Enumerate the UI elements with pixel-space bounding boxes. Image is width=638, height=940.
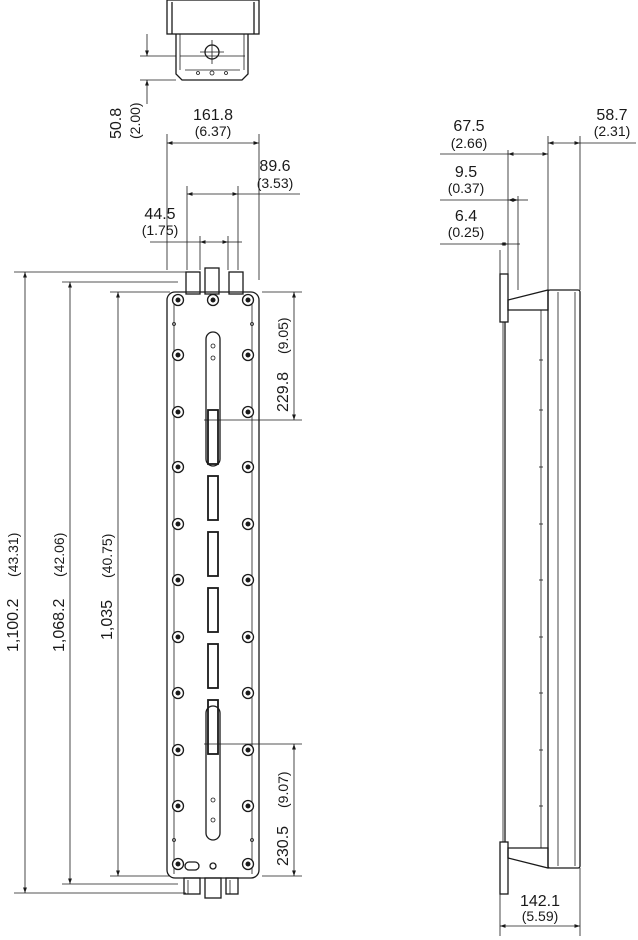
dim-top-slot-in: (9.05) xyxy=(275,317,291,354)
dim-side-flange-mm: 9.5 xyxy=(455,164,477,181)
dim-side-plate-in: (0.25) xyxy=(448,224,485,240)
dim-top-height-in: (2.00) xyxy=(127,102,143,139)
dim-side-flange-in: (0.37) xyxy=(448,180,485,196)
mounting-holes xyxy=(171,293,255,871)
dimension-length-plate: 1,068.2 (42.06) xyxy=(51,282,72,884)
dim-width-total-mm: 161.8 xyxy=(193,107,233,124)
dimension-side-body: 58.7 (2.31) xyxy=(548,107,636,145)
dim-width-conn-in: (1.75) xyxy=(142,222,179,238)
dim-side-body-mm: 58.7 xyxy=(596,107,627,124)
dim-width-total-in: (6.37) xyxy=(195,123,232,139)
dimension-top-height: 50.8 (2.00) xyxy=(108,34,149,139)
hole-small-edge xyxy=(172,322,254,842)
dim-width-conn-mm: 44.5 xyxy=(144,206,175,223)
dim-side-depth-in: (2.66) xyxy=(451,135,488,151)
dim-length-plate-in: (42.06) xyxy=(51,533,67,577)
hole-center-top xyxy=(206,293,220,307)
dimension-side-flange: 9.5 (0.37) xyxy=(440,164,528,202)
dim-side-depth-mm: 67.5 xyxy=(453,118,484,135)
dim-side-body-in: (2.31) xyxy=(594,123,631,139)
dim-length-plate-mm: 1,068.2 xyxy=(51,599,68,652)
dim-side-width-mm: 142.1 xyxy=(520,893,560,910)
top-detail-view xyxy=(140,0,260,81)
dimension-bottom-slot: 230.5 (9.07) xyxy=(275,744,296,876)
dim-width-mid-mm: 89.6 xyxy=(259,158,290,175)
dim-length-holes-in: (40.75) xyxy=(99,534,115,578)
hole-column-right xyxy=(241,293,255,871)
dimension-side-width: 142.1 (5.59) xyxy=(500,893,580,928)
dim-bottom-slot-mm: 230.5 xyxy=(275,826,292,866)
dim-top-height-mm: 50.8 xyxy=(108,108,125,139)
dim-side-plate-mm: 6.4 xyxy=(455,208,477,225)
dim-bottom-slot-in: (9.07) xyxy=(275,771,291,808)
dim-top-slot-mm: 229.8 xyxy=(275,372,292,412)
dimension-length-holes: 1,035 (40.75) xyxy=(99,292,120,876)
dim-side-width-in: (5.59) xyxy=(522,908,559,924)
dim-length-holes-mm: 1,035 xyxy=(99,600,116,640)
dimension-side-plate: 6.4 (0.25) xyxy=(440,208,520,246)
front-extension-lines xyxy=(14,134,302,894)
dimension-width-total: 161.8 (6.37) xyxy=(167,107,259,145)
dim-length-total-in: (43.31) xyxy=(5,533,21,577)
dimension-top-slot: 229.8 (9.05) xyxy=(275,292,296,420)
dim-length-total-mm: 1,100.2 xyxy=(5,599,22,652)
dimension-length-total: 1,100.2 (43.31) xyxy=(5,272,27,893)
dim-width-mid-in: (3.53) xyxy=(257,175,294,191)
dimension-width-mid: 89.6 (3.53) xyxy=(187,158,300,196)
front-view xyxy=(166,267,260,899)
hole-column-left xyxy=(171,293,185,871)
side-ticks xyxy=(539,359,543,807)
side-view xyxy=(499,273,581,895)
side-extension-lines xyxy=(499,136,581,936)
dimension-width-conn: 44.5 (1.75) xyxy=(142,206,242,244)
dimension-side-depth: 67.5 (2.66) xyxy=(440,118,548,156)
